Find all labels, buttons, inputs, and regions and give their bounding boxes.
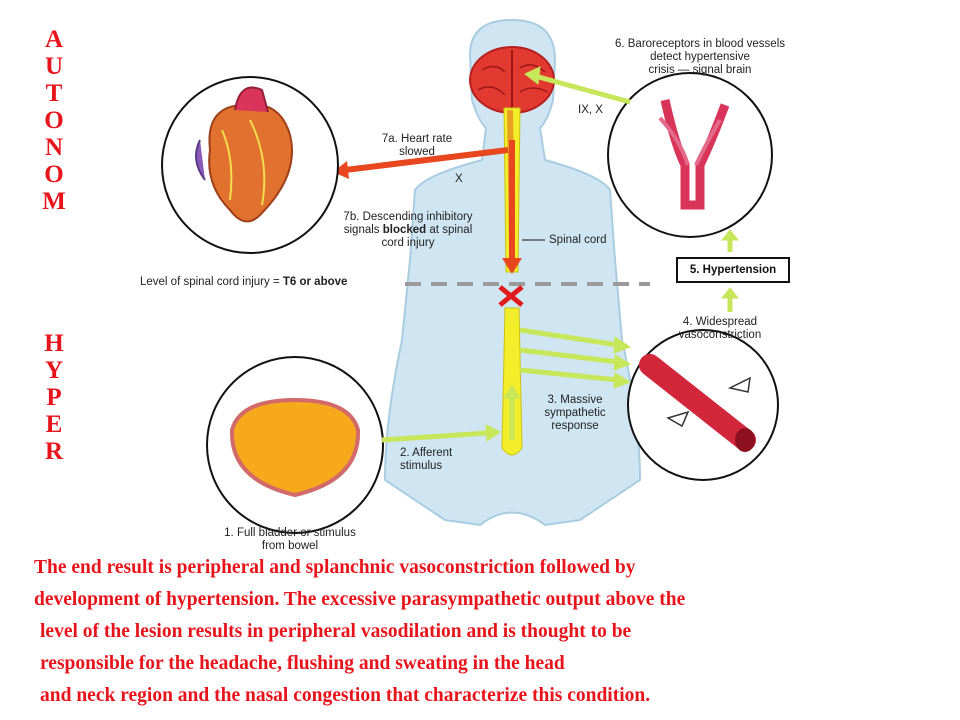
label-line: 3. Massive: [547, 394, 603, 406]
label-line: signals blocked at spinal: [318, 224, 498, 237]
label-line: vasoconstriction: [678, 329, 762, 341]
title-letter: P: [46, 384, 62, 411]
spinal-afferent-arrowhead: [503, 385, 521, 399]
paragraph-line: and neck region and the nasal congestion…: [40, 685, 651, 706]
label-fragment: at spinal: [426, 224, 473, 236]
title-letter: H: [44, 330, 64, 357]
label-line: detect hypertensive: [650, 51, 750, 63]
afferent-arrow: [381, 430, 489, 443]
title-letter: O: [44, 161, 64, 188]
green-arrows: [381, 66, 740, 443]
title-letter: U: [44, 53, 64, 80]
paragraph-line: level of the lesion results in periphera…: [40, 621, 632, 642]
hypertension-box: 5. Hypertension: [676, 257, 790, 283]
paragraph-line: responsible for the headache, flushing a…: [40, 653, 565, 674]
label-fragment: signals: [343, 224, 383, 236]
label-line: slowed: [399, 146, 435, 158]
paragraph-line: development of hypertension. The excessi…: [34, 589, 686, 610]
label-bladder: 1. Full bladder or stimulus from bowel: [200, 527, 380, 553]
baroreceptor-arrow: [534, 73, 631, 105]
label-nerves-ix-x: IX, X: [578, 104, 603, 116]
blood-vessel-icon: [607, 72, 773, 238]
sympathetic-arrow-2: [519, 347, 619, 365]
block-x-icon: [498, 285, 524, 307]
autonomic-dysreflexia-diagram: [161, 18, 779, 534]
afferent-arrowhead: [485, 424, 501, 442]
heart-icon: [161, 76, 339, 254]
paragraph-line: The end result is peripheral and splanch…: [34, 557, 636, 578]
explanation-paragraph: The end result is peripheral and splanch…: [34, 552, 954, 712]
label-baroreceptors: 6. Baroreceptors in blood vessels detect…: [590, 38, 810, 77]
label-spinal-cord: Spinal cord: [549, 234, 607, 246]
label-line: 1. Full bladder or stimulus: [224, 527, 356, 539]
title-letter: T: [45, 80, 63, 107]
label-line: 2. Afferent: [400, 447, 453, 459]
label-line: stimulus: [400, 460, 443, 472]
label-line: crisis — signal brain: [648, 64, 752, 76]
label-line: cord injury: [381, 237, 435, 249]
vasoconstriction-up-arrowhead: [720, 287, 740, 299]
heart-rate-arrow: [344, 147, 509, 173]
sympathetic-arrow-1: [519, 327, 619, 348]
label-vasoconstriction: 4. Widespread vasoconstriction: [660, 316, 780, 342]
label-afferent: 2. Afferent stimulus: [400, 447, 452, 473]
hypertension-up-arrowhead: [720, 229, 740, 241]
vasoconstriction-icon: [627, 329, 779, 481]
label-fragment: Level of spinal cord injury =: [140, 276, 283, 288]
title-autonom: A U T O N O M: [34, 26, 74, 215]
title-letter: E: [45, 411, 63, 438]
title-hyper: H Y P E R: [34, 330, 74, 465]
title-letter: N: [44, 134, 64, 161]
title-letter: Y: [44, 357, 64, 384]
label-line: 4. Widespread: [682, 316, 758, 328]
sympathetic-arrowhead-1: [613, 336, 632, 354]
title-letter: M: [42, 188, 66, 215]
label-line: response: [551, 420, 599, 432]
baroreceptor-arrowhead: [524, 66, 541, 85]
label-line: 7a. Heart rate: [381, 133, 453, 145]
label-line: 7b. Descending inhibitory: [343, 211, 473, 223]
title-letter: O: [44, 107, 64, 134]
label-line: from bowel: [261, 540, 319, 552]
sympathetic-arrow-3: [519, 367, 619, 383]
sympathetic-arrowhead-2: [613, 354, 632, 371]
label-bold: blocked: [382, 224, 427, 236]
label-descending: 7b. Descending inhibitory signals blocke…: [318, 211, 498, 250]
label-injury-level: Level of spinal cord injury = T6 or abov…: [140, 276, 347, 289]
label-line: sympathetic: [544, 407, 606, 419]
label-sympathetic: 3. Massive sympathetic response: [525, 394, 625, 433]
label-line: 6. Baroreceptors in blood vessels: [614, 38, 786, 50]
label-bold: T6 or above: [282, 276, 348, 288]
label-heart-rate: 7a. Heart rate slowed: [362, 133, 472, 159]
title-letter: A: [44, 26, 64, 53]
bladder-icon: [206, 356, 384, 534]
sympathetic-arrowhead-3: [613, 372, 632, 389]
label-vagus-x: X: [455, 173, 463, 185]
spinal-cord-lower: [501, 307, 523, 456]
title-letter: R: [44, 438, 64, 465]
